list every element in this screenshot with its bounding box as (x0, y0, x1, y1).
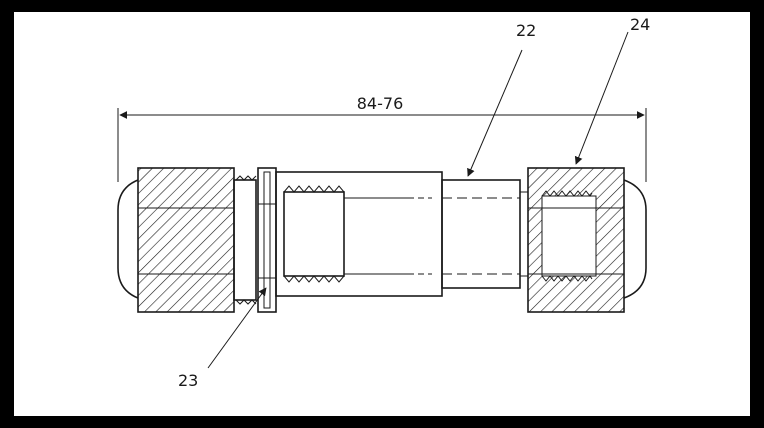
overall-length-dimension: 84-76 (117, 94, 647, 182)
flange-inner (263, 171, 271, 309)
dimension-label: 84-76 (357, 94, 404, 113)
insert-thread-bottom (283, 275, 345, 283)
left-end-cap (117, 167, 235, 313)
left-thread-teeth-bottom (235, 299, 257, 305)
tube-outer (441, 179, 521, 289)
flange-outer (257, 167, 277, 313)
callout-24: 24 (574, 15, 650, 165)
callout-23-leader (207, 287, 267, 369)
right-cap-dome (623, 179, 647, 299)
left-cap-dome (117, 179, 139, 299)
tube-collar (519, 191, 529, 277)
technical-drawing: 84-76 (14, 12, 750, 416)
right-nut-thread-bottom (541, 275, 593, 282)
inner-insert (283, 191, 345, 277)
left-nut-hatched (137, 167, 235, 313)
flange-washer (257, 167, 277, 313)
callout-22-leader (467, 49, 523, 177)
right-nut-thread-top (541, 190, 593, 197)
callout-23: 23 (178, 287, 267, 390)
insert-thread-top (283, 185, 345, 193)
callout-24-leader (574, 31, 629, 165)
right-nut-bore (541, 195, 597, 277)
callout-22-label: 22 (516, 21, 536, 40)
left-thread (233, 175, 257, 305)
connector-diagram: 84-76 (117, 15, 650, 390)
right-end-cap (527, 167, 647, 313)
tube-section (441, 179, 529, 289)
body-outer (275, 171, 443, 297)
left-thread-body (233, 179, 257, 301)
left-thread-teeth-top (235, 175, 257, 181)
callout-23-label: 23 (178, 371, 198, 390)
callout-24-label: 24 (630, 15, 650, 34)
callout-22: 22 (467, 21, 536, 177)
main-body (275, 171, 443, 297)
